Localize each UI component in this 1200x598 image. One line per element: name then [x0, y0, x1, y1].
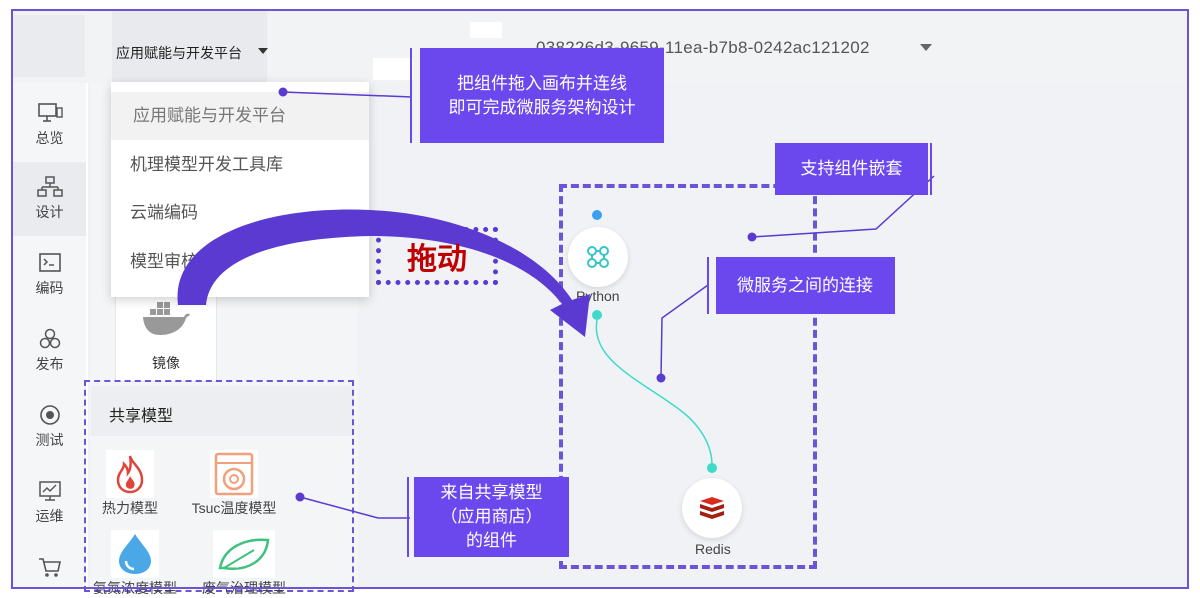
nested-group-container[interactable]	[559, 184, 817, 569]
model-tsuc-temp[interactable]: Tsuc温度模型	[182, 450, 286, 518]
sidebar-item-design[interactable]: 设计	[13, 162, 86, 236]
redis-node-label: Redis	[695, 541, 731, 557]
callout-connection: 微服务之间的连接	[716, 257, 894, 314]
callout-text: 来自共享模型	[440, 483, 543, 502]
callout-bar	[407, 477, 409, 557]
dropdown-item[interactable]: 机理模型开发工具库	[130, 155, 283, 174]
hierarchy-icon	[36, 176, 63, 197]
redis-node[interactable]	[682, 478, 742, 538]
callout-bar	[930, 143, 932, 195]
water-drop-icon	[111, 530, 159, 578]
sidebar-item-label: 测试	[35, 432, 64, 448]
sidebar-item-store[interactable]	[13, 542, 86, 587]
dropdown-item[interactable]: 应用赋能与开发平台	[111, 92, 369, 140]
node-port[interactable]	[592, 310, 602, 320]
header-mask	[470, 22, 502, 38]
callout-shared: 来自共享模型 （应用商店） 的组件	[414, 477, 569, 557]
callout-text: 支持组件嵌套	[800, 159, 903, 178]
cart-icon	[38, 558, 61, 577]
redis-icon	[700, 497, 724, 519]
sidebar-item-coding[interactable]: 编码	[13, 238, 86, 312]
callout-text: 的组件	[466, 531, 517, 550]
sidebar-item-label: 设计	[35, 204, 64, 220]
callout-bar	[893, 257, 895, 314]
model-label: Tsuc温度模型	[191, 500, 277, 516]
sidebar-item-label: 发布	[35, 356, 64, 372]
platform-selector-label[interactable]: 应用赋能与开发平台	[116, 45, 242, 61]
callout-bar	[410, 48, 412, 143]
sidebar-item-label: 运维	[35, 508, 64, 524]
screenshot-frame	[11, 9, 1189, 589]
callout-text: （应用商店）	[440, 507, 543, 526]
chart-monitor-icon	[38, 481, 61, 501]
sidebar-item-overview[interactable]: 总览	[13, 88, 86, 162]
sidebar-item-label: 编码	[35, 280, 64, 296]
target-icon	[39, 405, 60, 425]
model-label: 热力模型	[102, 500, 158, 516]
logo-area	[13, 15, 85, 77]
sidebar-item-label: 总览	[35, 130, 64, 146]
model-heat[interactable]: 热力模型	[94, 450, 166, 518]
header-mask	[373, 58, 413, 80]
sidebar-item-publish[interactable]: 发布	[13, 314, 86, 388]
node-port[interactable]	[707, 463, 717, 473]
sidebar-item-testing[interactable]: 测试	[13, 390, 86, 464]
leaf-icon	[213, 530, 275, 578]
callout-text: 即可完成微服务架构设计	[448, 97, 636, 117]
washer-icon	[210, 450, 258, 498]
shared-models-highlight	[84, 380, 354, 592]
platform-selector[interactable]	[112, 11, 267, 83]
monitor-icon	[37, 103, 63, 122]
image-component-label: 镜像	[152, 355, 180, 371]
shared-models-header	[91, 386, 353, 436]
sidebar-item-ops[interactable]: 运维	[13, 466, 86, 540]
cluster-icon	[39, 328, 60, 349]
terminal-icon	[38, 253, 61, 272]
chevron-down-icon[interactable]	[258, 48, 268, 54]
drag-label: 拖动	[376, 227, 498, 285]
callout-drag-drop: 把组件拖入画布并连线 即可完成微服务架构设计	[420, 48, 664, 143]
callout-bar	[707, 257, 709, 314]
callout-nesting: 支持组件嵌套	[775, 143, 928, 195]
callout-text: 把组件拖入画布并连线	[457, 73, 627, 93]
chevron-down-icon[interactable]	[920, 44, 932, 51]
node-port[interactable]	[592, 210, 602, 220]
shared-models-title: 共享模型	[109, 408, 174, 425]
callout-text: 微服务之间的连接	[737, 275, 873, 295]
flame-icon	[106, 450, 154, 498]
